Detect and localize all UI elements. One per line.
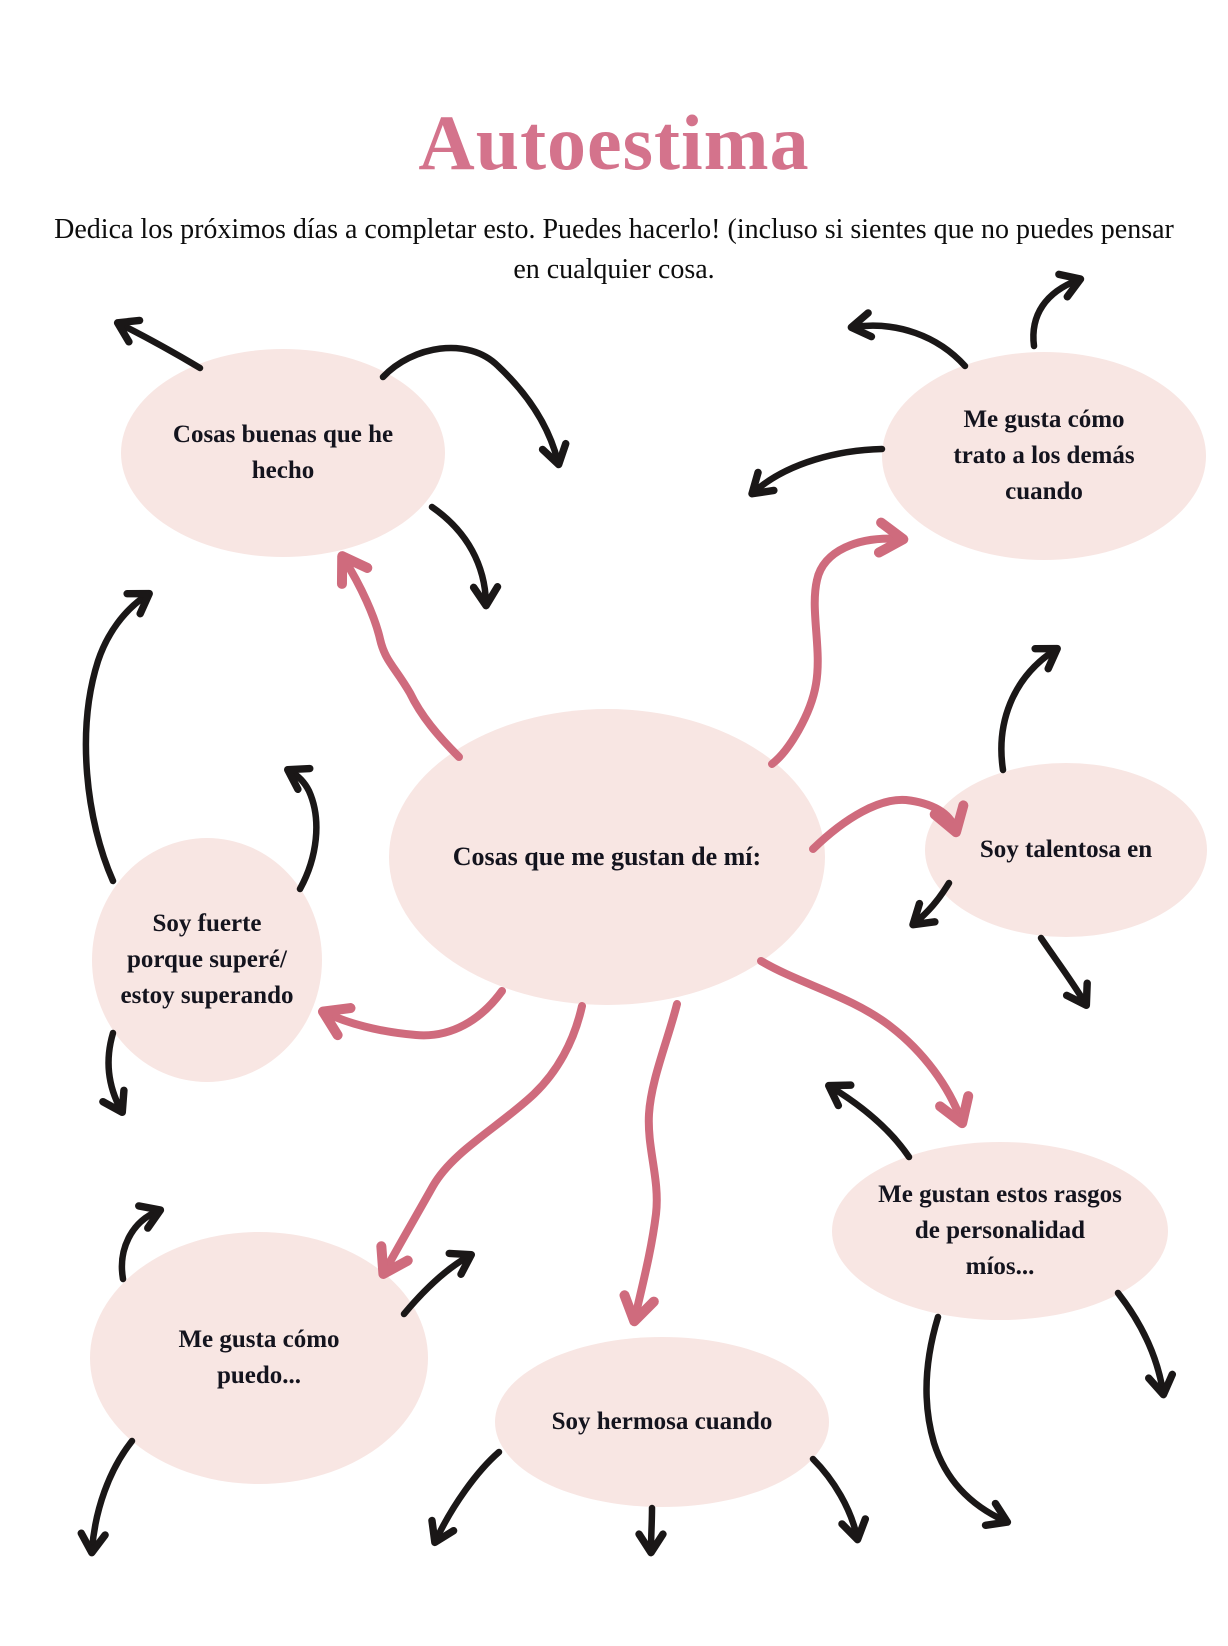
doodle-arrow-beautiful-down-left bbox=[428, 1448, 503, 1547]
bubble-center: Cosas que me gustan de mí: bbox=[389, 709, 825, 1005]
bubble-good-things: Cosas buenas que he hecho bbox=[121, 349, 445, 557]
doodle-arrow-strong-tall-up bbox=[82, 589, 153, 885]
doodle-arrow-treat-others-up-left bbox=[847, 309, 969, 370]
bubble-treat-others: Me gusta cómo trato a los demás cuando bbox=[882, 352, 1206, 560]
doodle-arrow-good-things-up-left bbox=[113, 316, 204, 372]
doodle-arrow-personality-down-right bbox=[1114, 1289, 1177, 1399]
page-title: Autoestima bbox=[418, 99, 810, 186]
bubble-treat-others-label: Me gusta cómo trato a los demás cuando bbox=[953, 406, 1135, 505]
pink-arrow-center-to-beautiful bbox=[619, 1000, 681, 1327]
bubble-strong: Soy fuerte porque superé/ estoy superand… bbox=[92, 838, 322, 1082]
doodle-arrow-talented-down-right bbox=[1037, 934, 1091, 1010]
bubble-personality: Me gustan estos rasgos de personalidad m… bbox=[832, 1142, 1168, 1320]
pink-arrow-center-to-strong bbox=[317, 987, 506, 1041]
doodle-arrow-beautiful-down bbox=[635, 1504, 667, 1557]
bubble-good-things-label: Cosas buenas que he hecho bbox=[172, 421, 394, 484]
bubble-center-label: Cosas que me gustan de mí: bbox=[452, 842, 762, 871]
doodle-arrow-beautiful-down-right bbox=[809, 1455, 870, 1544]
bubble-beautiful: Soy hermosa cuando bbox=[495, 1337, 829, 1507]
doodle-arrow-good-things-down-right bbox=[428, 503, 502, 610]
doodle-arrow-treat-others-down-left bbox=[748, 445, 886, 498]
pink-arrow-center-to-treat-others bbox=[768, 517, 909, 768]
pink-arrow-center-to-personality bbox=[757, 957, 974, 1129]
bubble-talented-label: Soy talentosa en bbox=[979, 836, 1153, 863]
doodle-arrow-can-do-up-right bbox=[400, 1249, 476, 1318]
pink-arrow-center-to-can-do bbox=[376, 1002, 586, 1279]
pink-arrow-center-to-good-things bbox=[336, 551, 463, 761]
doodle-arrow-can-do-down-left bbox=[77, 1437, 136, 1557]
doodle-arrow-personality-bottom-sweep bbox=[923, 1313, 1012, 1529]
bubble-personality-label: Me gustan estos rasgos de personalidad m… bbox=[878, 1181, 1122, 1280]
doodle-arrow-strong-up-hook bbox=[283, 764, 320, 893]
doodle-arrow-talented-up-right bbox=[998, 644, 1061, 774]
bubble-strong-label: Soy fuerte porque superé/ estoy superand… bbox=[120, 910, 294, 1009]
bubble-talented: Soy talentosa en bbox=[925, 763, 1207, 937]
bubble-can-do-label: Me gusta cómo puedo... bbox=[178, 1326, 340, 1389]
doodle-arrow-personality-hook-left bbox=[825, 1081, 913, 1161]
doodle-arrow-strong-down bbox=[99, 1029, 128, 1117]
page-subtitle: Dedica los próximos días a completar est… bbox=[54, 214, 1174, 285]
bubble-beautiful-label: Soy hermosa cuando bbox=[551, 1408, 773, 1435]
bubble-can-do: Me gusta cómo puedo... bbox=[90, 1232, 428, 1484]
